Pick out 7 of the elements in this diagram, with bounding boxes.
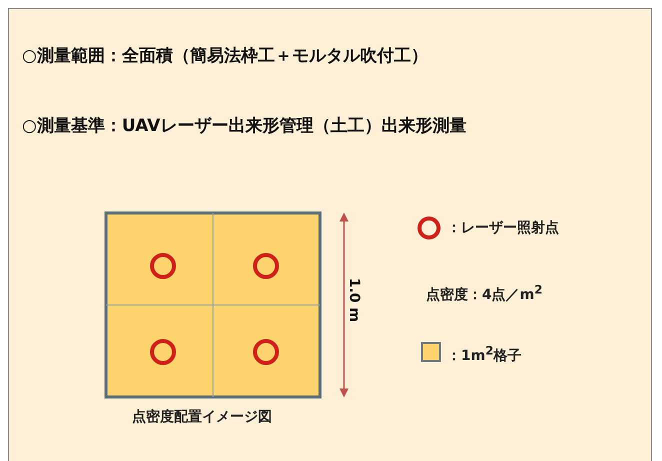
figure-caption: 点密度配置イメージ図 <box>132 408 272 426</box>
scope-heading: ○測量範囲：全面積（簡易法枠工＋モルタル吹付工） <box>22 45 428 67</box>
legend-text: ：レーザー照射点 <box>447 219 559 237</box>
density-text: 点密度：4点／m$^{2}$ <box>426 282 542 304</box>
dimension-label: 1.0 m <box>346 278 362 322</box>
legend-text: ：1m$^{2}$格子 <box>447 343 522 365</box>
standard-heading: ○測量基準：UAVレーザー出来形管理（土工）出来形測量 <box>22 115 466 137</box>
